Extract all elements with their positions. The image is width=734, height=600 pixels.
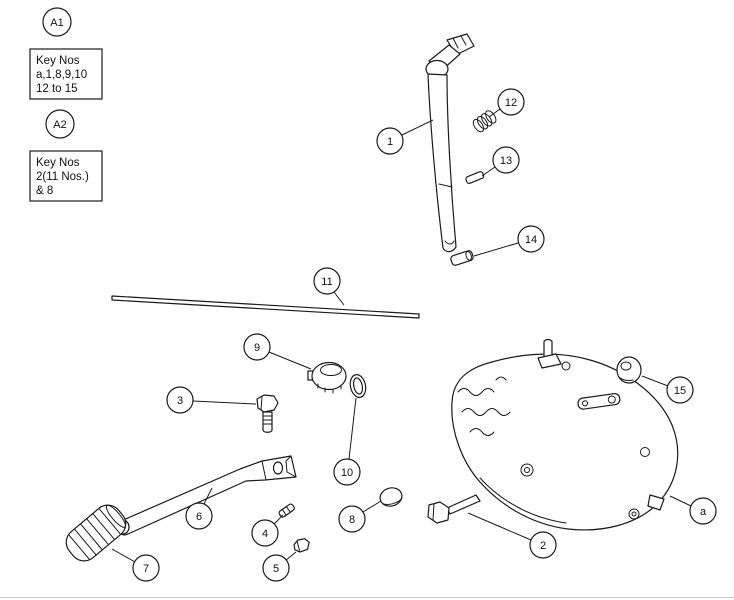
callout-6[interactable]: 6 — [185, 487, 213, 530]
callout-3[interactable]: 3 — [166, 386, 257, 414]
part-10-o-ring — [349, 374, 367, 398]
key-line: Key Nos — [36, 55, 80, 67]
callout-circle — [376, 127, 404, 155]
key-line: & 8 — [36, 185, 53, 197]
callout-label: 2 — [540, 540, 546, 552]
part-15-grommet — [616, 356, 642, 384]
callout-circle — [333, 458, 361, 486]
part-12-spring — [472, 110, 497, 133]
callout-label: 8 — [349, 514, 355, 526]
key-line: Key Nos — [36, 157, 80, 169]
badge-circle — [42, 7, 72, 37]
badge-label: A2 — [53, 119, 66, 131]
callout-5[interactable]: 5 — [262, 551, 297, 582]
leader-line — [488, 108, 501, 118]
part-11-rod — [111, 295, 420, 319]
leader-line — [473, 242, 519, 257]
callout-a[interactable]: a — [669, 495, 717, 525]
callout-label: a — [700, 506, 707, 518]
callout-circle — [338, 505, 366, 533]
callout-label: 9 — [254, 342, 260, 354]
callout-7[interactable]: 7 — [111, 548, 160, 582]
key-box-a2: Key Nos 2(11 Nos.) & 8 — [29, 150, 103, 202]
callout-circle — [492, 146, 520, 174]
leader-line — [285, 551, 297, 561]
callout-15[interactable]: 15 — [641, 375, 694, 404]
callout-10[interactable]: 10 — [333, 397, 361, 486]
callout-9[interactable]: 9 — [243, 333, 312, 370]
leader-line — [111, 548, 136, 563]
callout-label: 14 — [525, 234, 537, 246]
part-3-bolt — [256, 394, 279, 433]
ref-badge-a1[interactable]: A1 — [42, 7, 72, 37]
part-8-plug — [379, 487, 403, 507]
callout-label: 13 — [500, 155, 512, 167]
callout-circle — [166, 386, 194, 414]
part-9-knob — [307, 361, 347, 394]
leader-line — [203, 487, 213, 505]
key-box-frame — [29, 150, 103, 202]
callout-circle — [251, 519, 279, 547]
leader-line — [333, 291, 345, 306]
window-bottom-edge — [0, 597, 734, 598]
callout-circle — [243, 333, 271, 361]
callout-label: 5 — [273, 563, 279, 575]
callout-label: 6 — [196, 511, 202, 523]
leader-line — [641, 375, 669, 387]
leader-line — [192, 400, 257, 405]
callout-13[interactable]: 13 — [481, 146, 520, 177]
part-13-pin — [465, 171, 485, 184]
callout-12[interactable]: 12 — [488, 88, 525, 118]
callout-label: 7 — [143, 563, 149, 575]
callout-label: 1 — [387, 136, 393, 148]
callout-11[interactable]: 11 — [313, 267, 345, 306]
key-line: 12 to 15 — [36, 83, 78, 95]
callout-2[interactable]: 2 — [467, 512, 557, 559]
leader-line — [273, 514, 284, 525]
callout-circle — [689, 497, 717, 525]
leader-line — [348, 397, 357, 460]
callout-circle — [497, 88, 525, 116]
callout-1[interactable]: 1 — [376, 119, 434, 155]
callout-label: 12 — [505, 97, 517, 109]
part-2-screw — [427, 494, 481, 524]
badge-label: A1 — [50, 17, 63, 29]
part-5-nut — [293, 538, 310, 553]
key-box-frame — [29, 48, 103, 100]
leader-line — [467, 512, 532, 541]
callout-circle — [529, 531, 557, 559]
leader-line — [401, 119, 434, 136]
part-4-pin — [278, 503, 295, 518]
callout-circle — [185, 502, 213, 530]
leader-line — [362, 500, 382, 513]
callout-circle — [517, 225, 545, 253]
callout-circle — [313, 267, 341, 295]
callout-4[interactable]: 4 — [251, 514, 284, 547]
ref-badge-a2[interactable]: A2 — [45, 109, 75, 139]
part-14-roller — [450, 250, 474, 266]
callout-circle — [132, 554, 160, 582]
callout-circle — [666, 376, 694, 404]
key-line: a,1,8,9,10 — [36, 69, 87, 81]
callout-label: 15 — [674, 385, 686, 397]
callout-label: 3 — [177, 395, 183, 407]
callout-8[interactable]: 8 — [338, 500, 382, 533]
leader-line — [481, 166, 496, 177]
leader-line — [669, 495, 692, 507]
part-7-pedal-rubber — [65, 504, 127, 562]
badge-circle — [45, 109, 75, 139]
leader-line — [268, 351, 312, 370]
part-a-chaincase-cover — [451, 338, 679, 531]
callout-label: 4 — [262, 528, 268, 540]
callout-14[interactable]: 14 — [473, 225, 545, 257]
callout-label: 11 — [321, 276, 332, 288]
part-1-lever — [425, 33, 475, 253]
key-box-a1: Key Nos a,1,8,9,10 12 to 15 — [29, 48, 103, 100]
callout-circle — [262, 554, 290, 582]
callout-label: 10 — [341, 467, 353, 479]
key-line: 2(11 Nos.) — [36, 171, 89, 183]
